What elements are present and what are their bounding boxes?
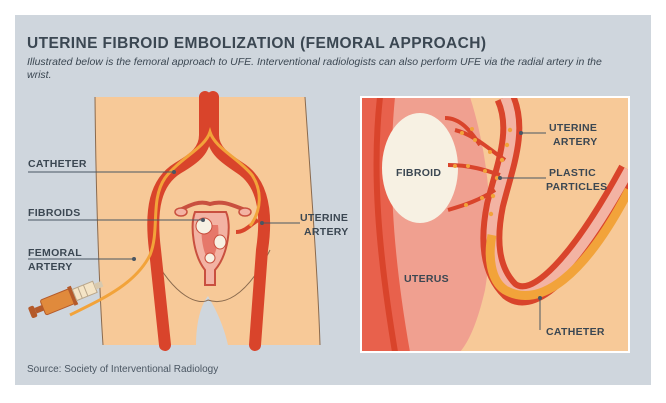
label-uterine-artery-2: ARTERY (304, 226, 349, 238)
fibroid-blob-2 (213, 234, 227, 250)
uterine-artery-branch (235, 218, 260, 234)
page-title: UTERINE FIBROID EMBOLIZATION (FEMORAL AP… (27, 35, 487, 52)
label-uterus: UTERUS (404, 273, 449, 285)
groin-crease (149, 249, 271, 303)
pelvis-illustration: CATHETER FIBROIDS FEMORAL ARTERY UTERINE… (28, 91, 349, 351)
label-femoral-artery-1: FEMORAL (28, 247, 82, 259)
uterus-small (174, 200, 252, 286)
closeup-illustration: FIBROID UTERUS UTERINE ARTERY PLASTIC PA… (360, 96, 630, 353)
catheter-closeup (485, 187, 629, 300)
syringe-icon (28, 280, 104, 318)
fibroid-large (382, 113, 458, 223)
source-credit: Source: Society of Interventional Radiol… (27, 364, 219, 375)
label-catheter-closeup: CATHETER (546, 326, 605, 338)
fibroid-blob-3 (204, 252, 216, 264)
label-femoral-artery-2: ARTERY (28, 261, 73, 273)
label-fibroid: FIBROID (396, 167, 441, 179)
page-subtitle: Illustrated below is the femoral approac… (27, 56, 602, 81)
label-uterine-artery-closeup-2: ARTERY (553, 136, 598, 148)
fibroid-blob-1 (195, 217, 213, 235)
catheter-line (69, 126, 261, 317)
label-plastic-particles-1: PLASTIC (549, 167, 596, 179)
plastic-particles (453, 127, 513, 217)
label-uterine-artery-closeup-1: UTERINE (549, 122, 597, 134)
label-plastic-particles-2: PARTICLES (546, 181, 607, 193)
label-uterine-artery-1: UTERINE (300, 212, 348, 224)
label-fibroids: FIBROIDS (28, 207, 81, 219)
label-catheter: CATHETER (28, 158, 87, 170)
right-iliac-artery (207, 91, 271, 351)
